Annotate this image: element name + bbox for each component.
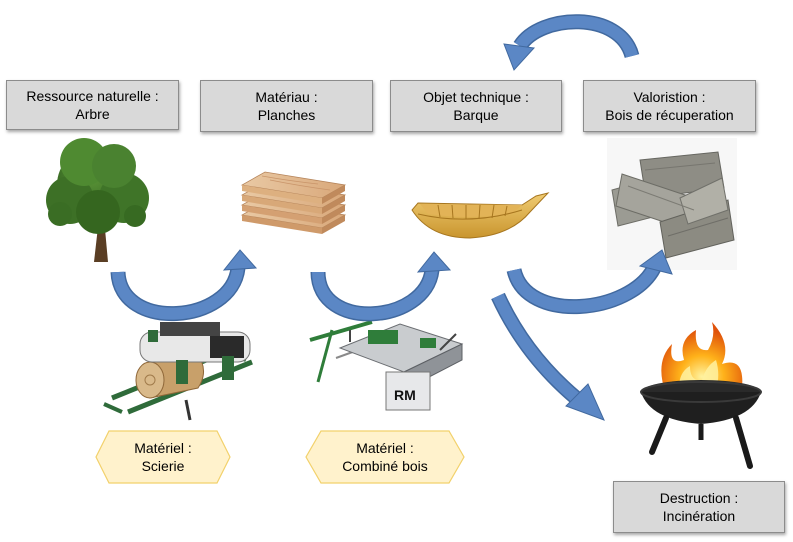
sawmill-image [103, 322, 253, 421]
arrow-boat-to-recovery [506, 249, 673, 315]
recovery-box-value: Bois de récuperation [605, 107, 734, 123]
boat-image [411, 192, 550, 239]
resource-box: Ressource naturelle : Arbre [6, 80, 179, 130]
material-box: Matériau : Planches [200, 80, 373, 132]
object-box: Objet technique : Barque [390, 80, 562, 132]
reclaimed-wood-image [607, 138, 737, 270]
recovery-box: Valoristion : Bois de récuperation [583, 80, 756, 132]
combined-label: Matériel : Combiné bois [305, 430, 465, 484]
combined-label-title: Matériel : [356, 440, 414, 456]
destruction-box-title: Destruction : [659, 490, 739, 506]
recovery-box-title: Valoristion : [633, 89, 706, 105]
combined-label-value: Combiné bois [342, 458, 428, 474]
sawmill-label-title: Matériel : [134, 440, 192, 456]
hexagon-shape [305, 430, 465, 484]
combined-machine-image: RM [309, 320, 464, 411]
sawmill-label-value: Scierie [141, 458, 185, 474]
object-box-title: Objet technique : [423, 89, 529, 105]
resource-box-value: Arbre [75, 106, 110, 122]
fire-pit-image [640, 322, 762, 469]
object-box-value: Barque [453, 107, 499, 123]
svg-text:RM: RM [394, 387, 416, 403]
planks-image [240, 171, 347, 234]
resource-box-title: Ressource naturelle : [26, 88, 159, 104]
material-box-title: Matériau : [255, 89, 318, 105]
hexagon-shape [95, 430, 231, 484]
destruction-box-value: Incinération [662, 508, 736, 524]
tree-image [46, 138, 149, 262]
arrow-planks-to-boat [310, 251, 452, 322]
arrow-boat-to-destruction [491, 292, 605, 421]
material-box-value: Planches [257, 107, 316, 123]
arrow-recovery-to-object [503, 14, 640, 71]
sawmill-label: Matériel : Scierie [95, 430, 231, 484]
destruction-box: Destruction : Incinération [613, 481, 785, 533]
arrow-tree-to-planks [110, 249, 258, 321]
